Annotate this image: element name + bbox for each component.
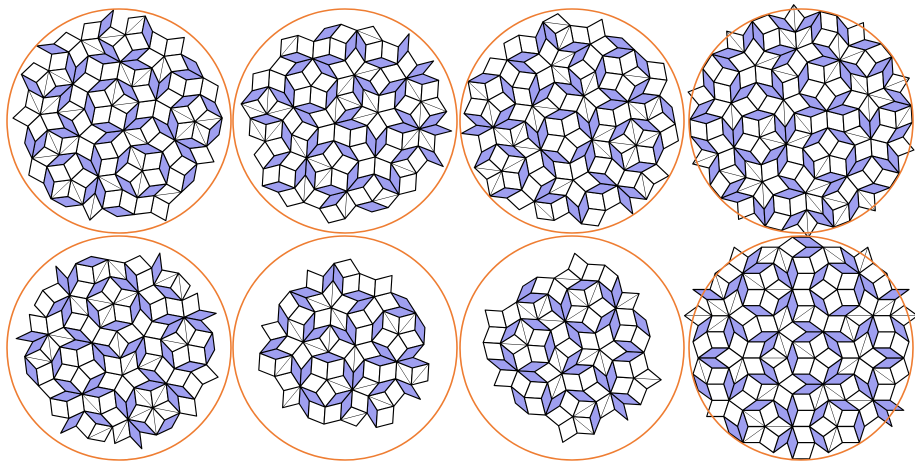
tiling-panel-8 bbox=[685, 236, 915, 460]
tiling-panel-3 bbox=[460, 9, 684, 233]
tiling-panel-7 bbox=[460, 236, 684, 460]
thick-rhomb bbox=[136, 100, 156, 119]
panel-grid bbox=[7, 5, 915, 460]
tiling-panel-1 bbox=[7, 9, 231, 233]
thick-rhomb bbox=[81, 22, 101, 41]
thick-rhomb bbox=[183, 78, 203, 97]
tiling-panel-5 bbox=[7, 236, 231, 460]
tiling-panel-6 bbox=[233, 236, 457, 460]
thick-rhomb bbox=[100, 62, 120, 81]
thick-rhomb bbox=[134, 196, 154, 215]
tiling-panel-2 bbox=[233, 9, 457, 233]
tiling-panel-4 bbox=[688, 5, 914, 238]
thick-rhomb bbox=[144, 336, 163, 356]
thick-rhomb bbox=[164, 38, 184, 57]
